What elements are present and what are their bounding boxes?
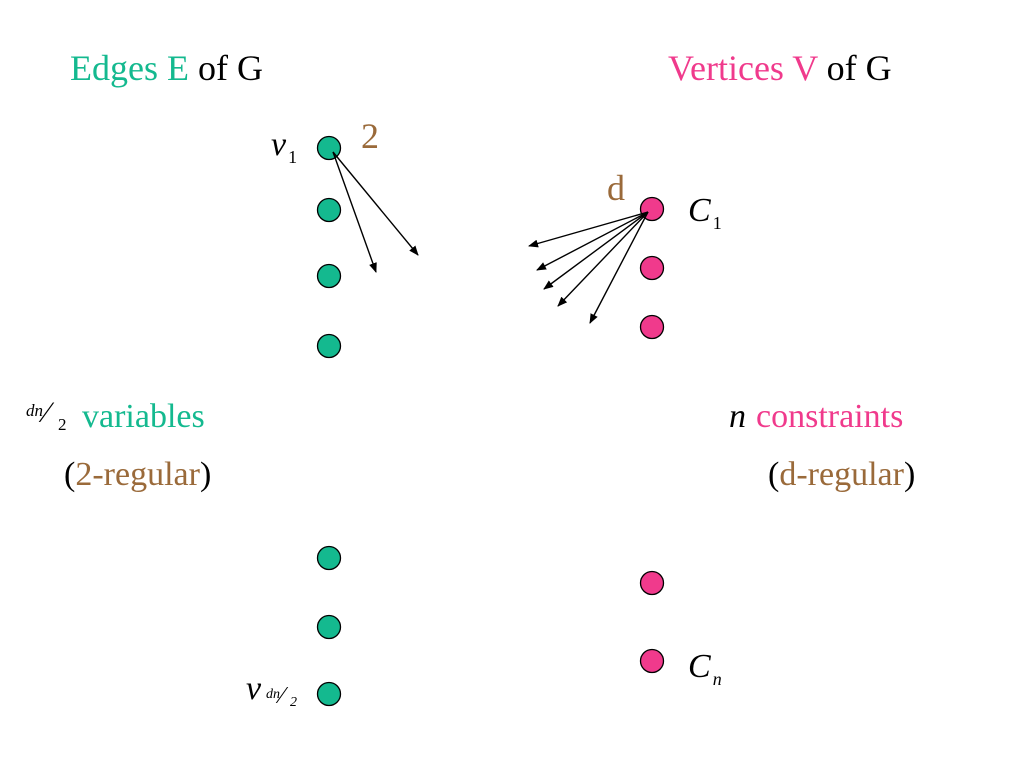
right-paren-open: ( bbox=[768, 456, 780, 493]
c1-edge-arrows bbox=[528, 211, 649, 324]
left-paren-open: ( bbox=[64, 456, 76, 493]
left-title: Edges E of G bbox=[70, 50, 263, 86]
left-title-rest: of G bbox=[197, 48, 263, 88]
constraints-n: n bbox=[729, 398, 746, 435]
variables-frac-den: 2 bbox=[58, 415, 67, 434]
right-caption-line1: n constraints bbox=[729, 400, 903, 434]
left-node bbox=[316, 614, 342, 640]
right-title-colored: Vertices V bbox=[668, 48, 818, 88]
variables-frac-slash: ⁄ bbox=[44, 396, 50, 429]
constraints-word: constraints bbox=[756, 398, 904, 435]
v1-subscript: 1 bbox=[288, 147, 298, 167]
left-title-colored: Edges E bbox=[70, 48, 189, 88]
v-last-frac-slash: ⁄ bbox=[280, 683, 285, 709]
arrow bbox=[332, 151, 377, 273]
c1-subscript: 1 bbox=[712, 213, 722, 233]
right-degree-label: d bbox=[607, 168, 625, 208]
v-last-subscript: dn ⁄ 2 bbox=[266, 684, 306, 716]
two-regular: 2-regular bbox=[75, 456, 200, 493]
left-node bbox=[316, 333, 342, 359]
left-node bbox=[316, 681, 342, 707]
arrow bbox=[536, 211, 649, 271]
left-node bbox=[316, 545, 342, 571]
arrow bbox=[543, 211, 649, 290]
v-last-frac-den: 2 bbox=[290, 695, 297, 710]
cn-symbol: C bbox=[688, 648, 711, 685]
right-title: Vertices V of G bbox=[668, 50, 892, 86]
right-node-column bbox=[639, 196, 665, 674]
v1-edge-arrows bbox=[332, 151, 419, 273]
right-node bbox=[639, 648, 665, 674]
right-node bbox=[639, 255, 665, 281]
c1-symbol: C bbox=[688, 192, 711, 229]
left-node bbox=[316, 263, 342, 289]
arrow bbox=[528, 211, 649, 248]
v1-symbol: v bbox=[271, 126, 287, 163]
right-caption-line2: (d-regular) bbox=[768, 458, 915, 492]
left-node-column bbox=[316, 135, 342, 707]
right-paren-close: ) bbox=[903, 456, 916, 493]
left-node bbox=[316, 197, 342, 223]
left-caption-line2: (2-regular) bbox=[64, 458, 211, 492]
cn-subscript: n bbox=[712, 669, 722, 689]
right-node bbox=[639, 314, 665, 340]
arrow bbox=[557, 211, 649, 307]
left-paren-close: ) bbox=[199, 456, 212, 493]
left-degree-label: 2 bbox=[361, 116, 379, 156]
v-last-symbol: v bbox=[246, 670, 262, 707]
v-last-label: v dn ⁄ 2 bbox=[246, 670, 297, 710]
variables-word: variables bbox=[82, 398, 205, 435]
right-node bbox=[639, 570, 665, 596]
arrow bbox=[332, 151, 419, 256]
d-regular: d-regular bbox=[779, 456, 904, 493]
left-caption-line1: dn ⁄ 2 variables bbox=[26, 398, 266, 438]
variables-frac-num: dn bbox=[26, 401, 43, 420]
right-title-rest: of G bbox=[826, 48, 892, 88]
v-last-frac-num: dn bbox=[266, 687, 280, 702]
arrow bbox=[589, 211, 649, 324]
